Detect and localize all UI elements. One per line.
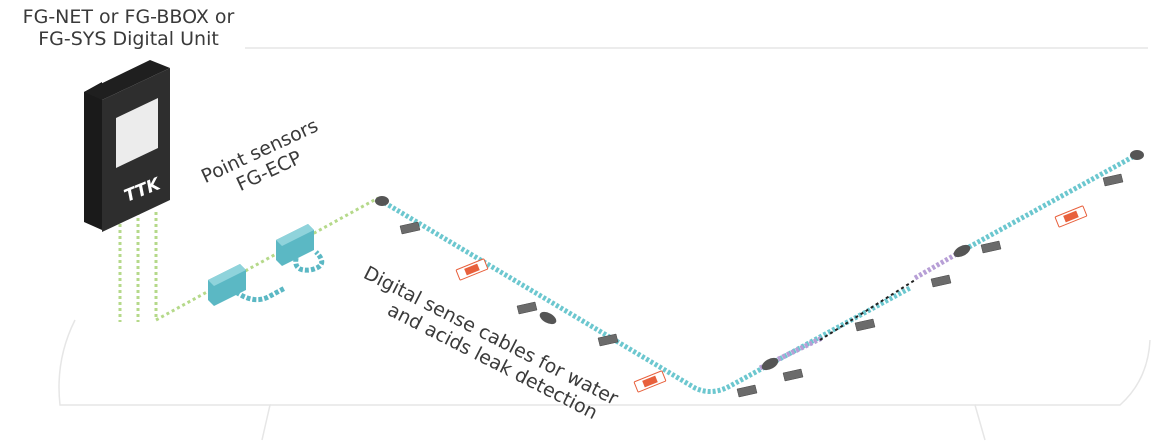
cable-connectors bbox=[375, 150, 1144, 371]
digital-unit-screen bbox=[116, 98, 158, 168]
acid-sense-cable-2 bbox=[913, 249, 962, 281]
point-sensor-1 bbox=[208, 264, 287, 306]
digital-unit-label-line2: FG-SYS Digital Unit bbox=[38, 28, 219, 50]
point-sensor-2 bbox=[276, 224, 325, 273]
water-sense-cable-2 bbox=[958, 151, 1140, 255]
digital-unit-label: FG-NET or FG-BBOX or FG-SYS Digital Unit bbox=[6, 6, 251, 50]
water-sense-cable bbox=[378, 197, 912, 394]
cable-tags bbox=[455, 205, 1088, 393]
jumper-cable bbox=[819, 279, 916, 341]
room-outline bbox=[58, 47, 1151, 441]
digital-unit-top bbox=[84, 60, 170, 100]
mounting-clips bbox=[399, 173, 1124, 398]
digital-unit-label-line1: FG-NET or FG-BBOX or bbox=[22, 6, 235, 28]
digital-unit-side bbox=[84, 82, 102, 230]
digital-unit: TTK bbox=[84, 60, 170, 232]
connection-wires bbox=[118, 196, 379, 323]
